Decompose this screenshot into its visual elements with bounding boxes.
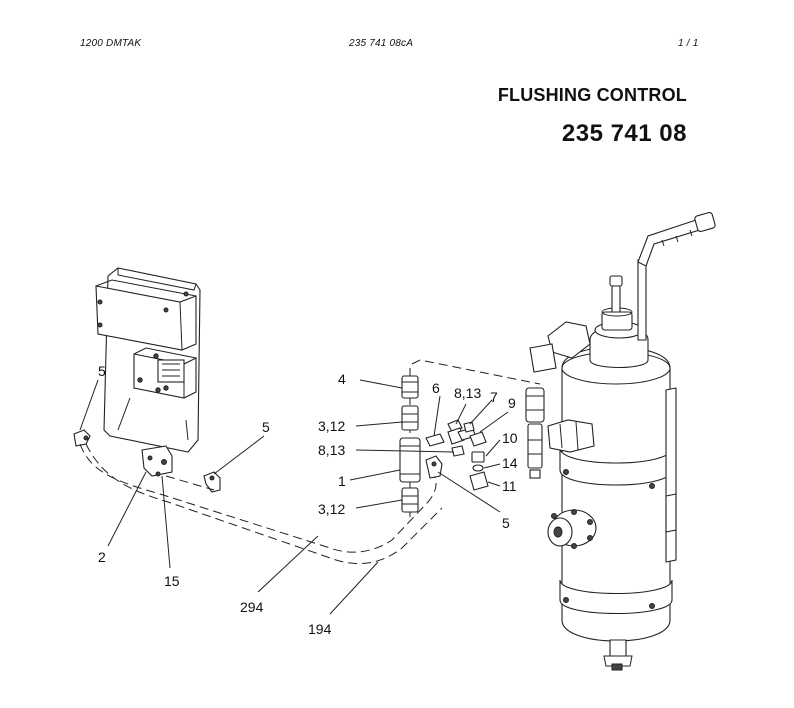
callout-15: 15: [164, 573, 180, 589]
mounting-plate-assembly: [73, 267, 201, 477]
callout-3-12-top: 3,12: [318, 418, 345, 434]
callout-11: 11: [502, 478, 517, 494]
callout-5-right: 5: [502, 515, 510, 531]
callout-194: 194: [308, 621, 332, 637]
header-document-code: 235 741 08cA: [349, 38, 414, 49]
header-model: 1200 DMTAK: [80, 38, 142, 49]
callout-numbers: 5 5 2 15 294 194 4 6 8,13 7 9 3,12 8,13 …: [98, 363, 518, 637]
central-fittings: [399, 368, 545, 520]
callout-5-left: 5: [98, 363, 106, 379]
callout-8-13-mid: 8,13: [318, 442, 345, 458]
callout-9: 9: [508, 395, 516, 411]
drawing-part-number: 235 741 08: [561, 120, 687, 147]
callout-6: 6: [432, 380, 440, 396]
callout-3-12-bot: 3,12: [318, 501, 345, 517]
elbow-fitting: [203, 471, 221, 493]
drawing-title: FLUSHING CONTROL: [497, 85, 687, 105]
callout-7: 7: [490, 389, 498, 405]
callout-8-13-top: 8,13: [454, 385, 481, 401]
callout-4: 4: [338, 371, 346, 387]
callout-2: 2: [98, 549, 106, 565]
leader-lines: [79, 379, 509, 615]
callout-10: 10: [502, 430, 518, 446]
callout-14: 14: [502, 455, 518, 471]
tank-assembly: [529, 211, 716, 671]
header-page-number: 1 / 1: [678, 38, 699, 49]
callout-1: 1: [338, 473, 346, 489]
callout-294: 294: [240, 599, 264, 615]
callout-5-mid: 5: [262, 419, 270, 435]
